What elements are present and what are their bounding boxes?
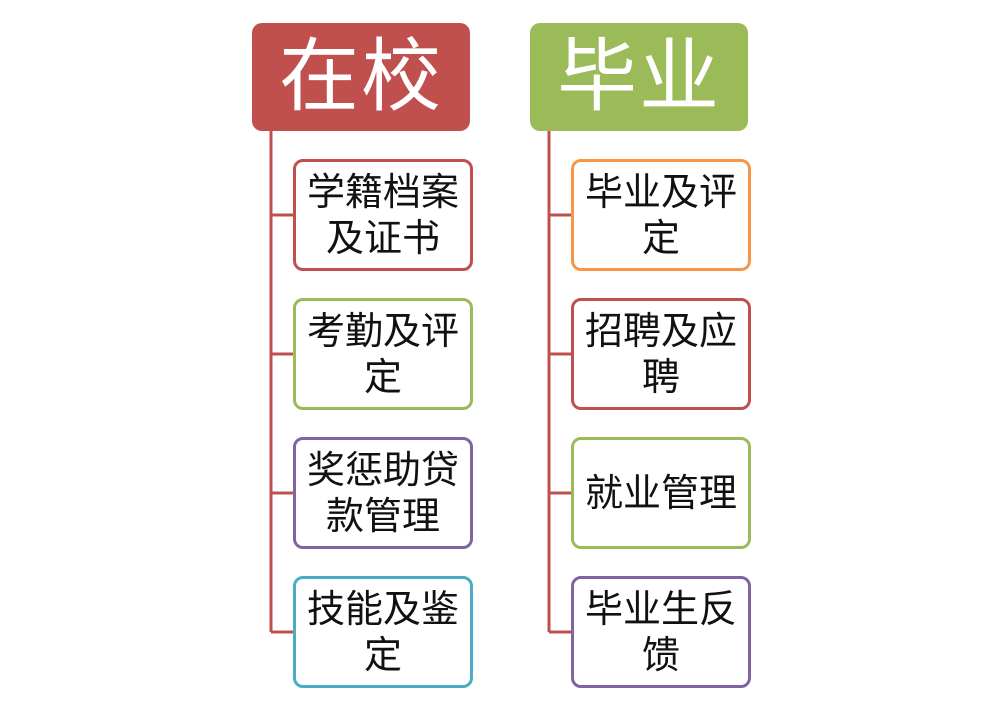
right-item-2: 招聘及应聘	[571, 298, 751, 410]
right-item-2-label: 招聘及应聘	[584, 309, 737, 399]
left-item-2-label: 考勤及评定	[306, 309, 459, 399]
left-item-3: 奖惩助贷款管理	[293, 437, 473, 549]
header-left-title: 在校	[279, 30, 443, 123]
left-item-3-label: 奖惩助贷款管理	[306, 448, 459, 538]
left-item-2: 考勤及评定	[293, 298, 473, 410]
left-item-1: 学籍档案及证书	[293, 159, 473, 271]
right-connectors	[547, 131, 571, 634]
right-item-4-label: 毕业生反馈	[584, 587, 737, 677]
left-item-4-label: 技能及鉴定	[306, 587, 459, 677]
header-right-title: 毕业	[557, 30, 721, 123]
right-item-3-label: 就业管理	[584, 471, 737, 515]
right-item-1-label: 毕业及评定	[584, 170, 737, 260]
right-item-3: 就业管理	[571, 437, 751, 549]
right-item-1: 毕业及评定	[571, 159, 751, 271]
left-connectors	[269, 131, 293, 634]
left-item-4: 技能及鉴定	[293, 576, 473, 688]
left-item-1-label: 学籍档案及证书	[306, 170, 459, 260]
header-left: 在校	[252, 23, 470, 131]
right-item-4: 毕业生反馈	[571, 576, 751, 688]
header-right: 毕业	[530, 23, 748, 131]
